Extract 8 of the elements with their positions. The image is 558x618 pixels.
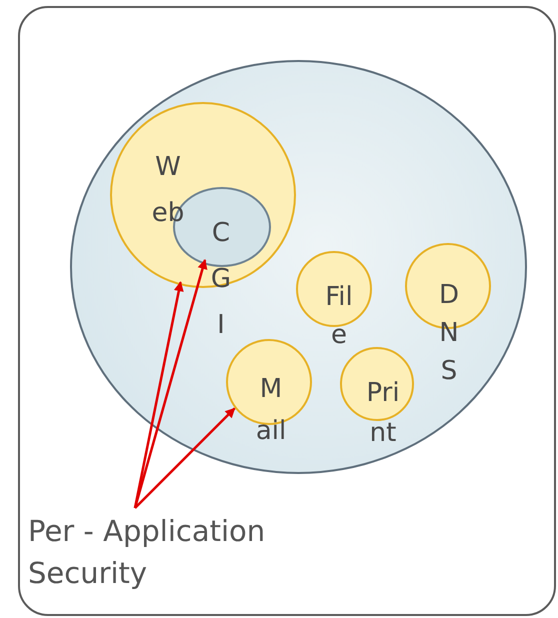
service-label: Pri nt (366, 377, 400, 450)
arrow (134, 281, 184, 508)
caption-text: Per - Application Security (28, 513, 266, 592)
arrow (134, 259, 208, 508)
service-label: M ail (256, 373, 286, 448)
arrow (134, 408, 236, 509)
frame-panel (18, 6, 556, 616)
service-label: Fil e (325, 281, 353, 352)
